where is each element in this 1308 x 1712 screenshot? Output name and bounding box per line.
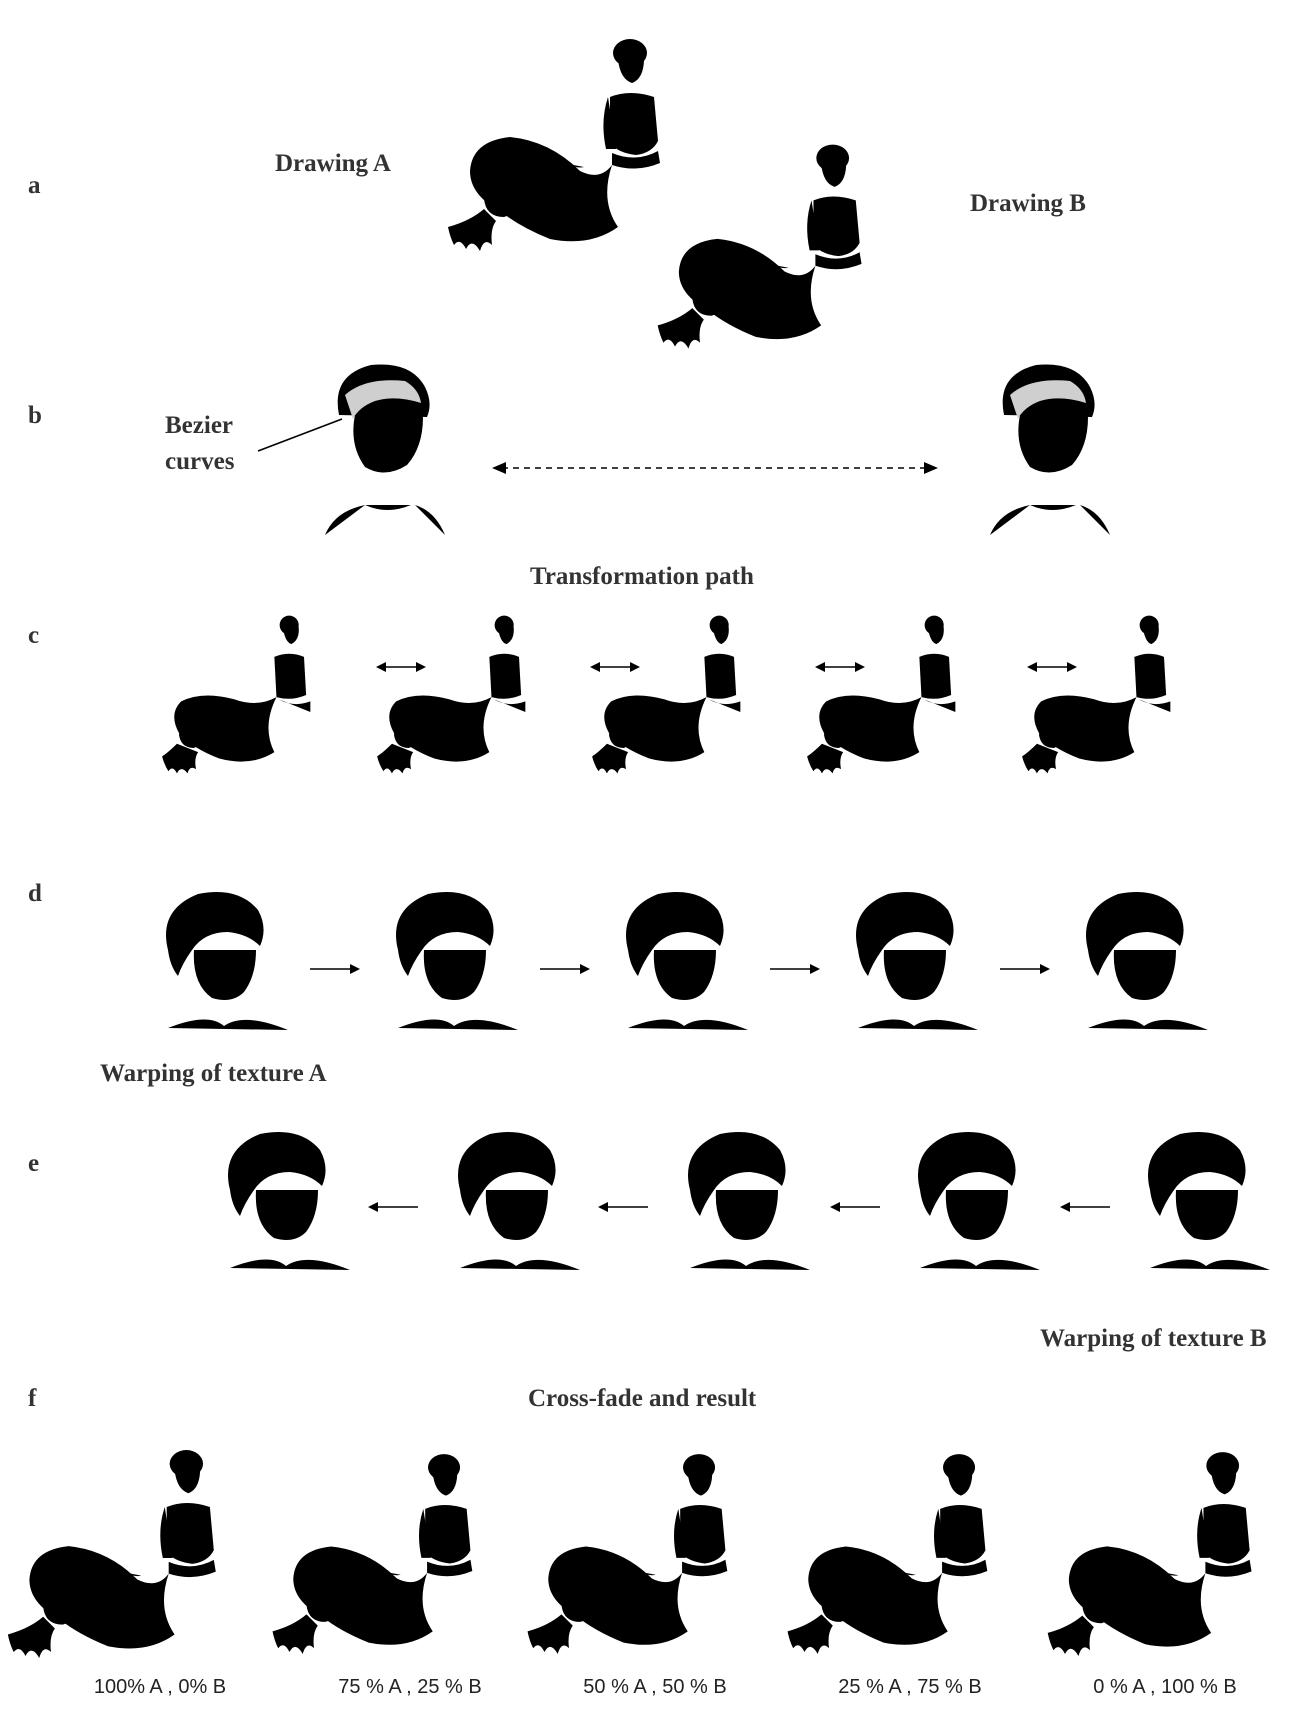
warp-b-face-5 bbox=[1130, 1120, 1280, 1270]
result-image-4 bbox=[780, 1440, 1025, 1670]
bezier-label-line1: Bezier bbox=[165, 412, 233, 440]
warping-texture-b-label: Warping of texture B bbox=[1040, 1325, 1267, 1353]
result-image-3 bbox=[520, 1440, 765, 1670]
row-letter-d: d bbox=[28, 880, 42, 908]
row-letter-c: c bbox=[28, 622, 39, 650]
warp-b-face-4 bbox=[900, 1120, 1050, 1270]
drawing-a-label: Drawing A bbox=[275, 150, 391, 178]
row-letter-e: e bbox=[28, 1150, 39, 1178]
warping-texture-a-label: Warping of texture A bbox=[100, 1060, 327, 1088]
drawing-b-image bbox=[650, 115, 900, 380]
bezier-head-a-image bbox=[315, 355, 455, 535]
warp-a-face-4 bbox=[838, 880, 988, 1030]
warp-a-face-5 bbox=[1068, 880, 1218, 1030]
bezier-head-b-image bbox=[980, 355, 1120, 535]
bezier-mermaid-1 bbox=[160, 610, 340, 780]
row-letter-f: f bbox=[28, 1385, 36, 1413]
left-arrow-e3 bbox=[830, 1200, 880, 1214]
double-arrow-c1 bbox=[376, 660, 426, 674]
right-arrow-d4 bbox=[1000, 962, 1050, 976]
row-letter-b: b bbox=[28, 402, 42, 430]
dashed-double-arrow bbox=[490, 458, 940, 478]
bezier-mermaid-2 bbox=[375, 610, 555, 780]
left-arrow-e4 bbox=[1060, 1200, 1110, 1214]
warp-b-face-3 bbox=[670, 1120, 820, 1270]
crossfade-label: Cross-fade and result bbox=[528, 1385, 756, 1413]
drawing-b-label: Drawing B bbox=[970, 190, 1086, 218]
double-arrow-c3 bbox=[815, 660, 865, 674]
left-arrow-e1 bbox=[368, 1200, 418, 1214]
bezier-mermaid-4 bbox=[805, 610, 985, 780]
bezier-mermaid-3 bbox=[590, 610, 770, 780]
bezier-mermaid-5 bbox=[1020, 610, 1200, 780]
warp-b-face-2 bbox=[440, 1120, 590, 1270]
result-image-5 bbox=[1040, 1440, 1290, 1670]
warp-a-face-2 bbox=[378, 880, 528, 1030]
percent-label-5: 0 % A , 100 % B bbox=[1065, 1676, 1265, 1699]
transformation-path-label: Transformation path bbox=[530, 563, 754, 591]
percent-label-3: 50 % A , 50 % B bbox=[555, 1676, 755, 1699]
warp-a-face-1 bbox=[148, 880, 298, 1030]
right-arrow-d3 bbox=[770, 962, 820, 976]
percent-label-4: 25 % A , 75 % B bbox=[810, 1676, 1010, 1699]
warp-b-face-1 bbox=[210, 1120, 360, 1270]
right-arrow-d1 bbox=[310, 962, 360, 976]
percent-label-1: 100% A , 0% B bbox=[60, 1676, 260, 1699]
double-arrow-c2 bbox=[590, 660, 640, 674]
double-arrow-c4 bbox=[1027, 660, 1077, 674]
warp-a-face-3 bbox=[608, 880, 758, 1030]
bezier-label-line2: curves bbox=[165, 448, 234, 476]
result-image-2 bbox=[265, 1440, 510, 1670]
row-letter-a: a bbox=[28, 172, 41, 200]
result-image-1 bbox=[0, 1440, 255, 1670]
percent-label-2: 75 % A , 25 % B bbox=[310, 1676, 510, 1699]
right-arrow-d2 bbox=[540, 962, 590, 976]
left-arrow-e2 bbox=[598, 1200, 648, 1214]
